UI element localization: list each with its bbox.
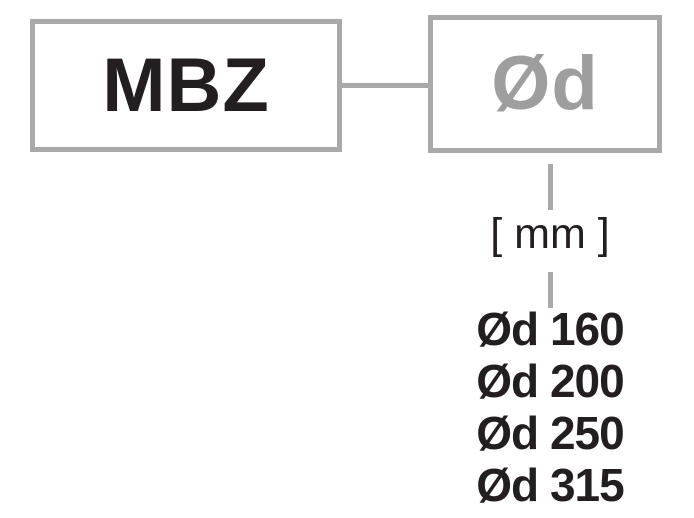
diameter-option: Ød 250 <box>476 407 624 459</box>
diameter-options-list: Ød 160 Ød 200 Ød 250 Ød 315 <box>428 303 672 511</box>
diameter-option: Ød 160 <box>476 303 624 355</box>
diameter-option: Ød 315 <box>476 459 624 511</box>
unit-label: [ mm ] <box>490 210 610 258</box>
diameter-parameter-box: Ød <box>428 15 662 153</box>
diameter-option: Ød 200 <box>476 355 624 407</box>
connector-line-vertical-upper <box>548 164 553 210</box>
product-code-box: MBZ <box>30 19 342 152</box>
product-code-label: MBZ <box>102 42 270 128</box>
connector-line-horizontal <box>340 83 428 88</box>
connector-line-vertical-lower <box>548 272 553 308</box>
diameter-parameter-label: Ød <box>491 41 599 126</box>
